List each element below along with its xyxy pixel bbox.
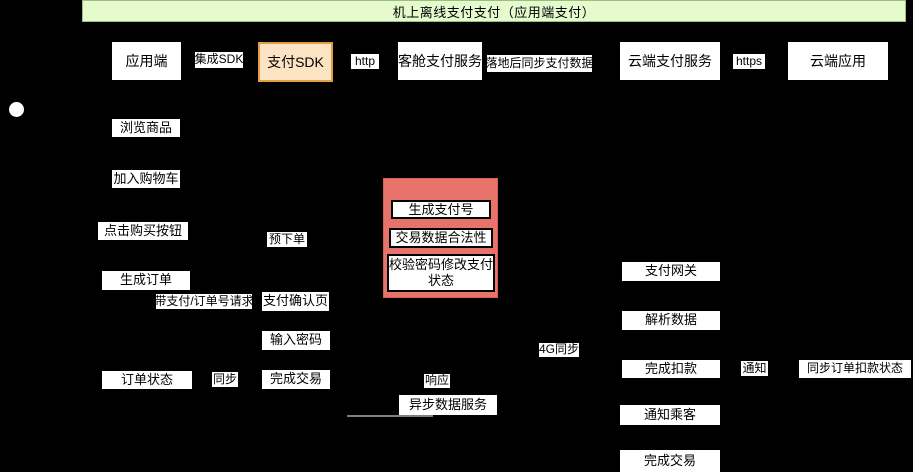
edge-label-sync-after-landing: 落地后同步支付数据 xyxy=(486,55,594,72)
edge-label-sync: 同步 xyxy=(212,371,238,387)
step-notify-passenger: 通知乘客 xyxy=(620,405,720,425)
step-complete-transaction: 完成交易 xyxy=(262,370,330,389)
step-create-order: 生成订单 xyxy=(102,271,190,290)
group-item-transaction-data-validity: 交易数据合法性 xyxy=(389,228,493,248)
step-enter-password: 输入密码 xyxy=(262,331,330,350)
participant-app: 应用端 xyxy=(112,42,181,80)
step-async-data-service: 异步数据服务 xyxy=(399,395,497,415)
group-item-generate-pay-number: 生成支付号 xyxy=(391,200,491,219)
payment-validation-group: 生成支付号交易数据合法性校验密码修改支付状态 xyxy=(383,178,498,298)
step-click-buy-button: 点击购买按钮 xyxy=(98,222,188,240)
participant-cabin-pay-service: 客舱支付服务 xyxy=(398,42,482,80)
edge-label-response: 响应 xyxy=(424,373,450,388)
edge-label-notify: 通知 xyxy=(741,360,768,376)
group-item-verify-password-update-status: 校验密码修改支付状态 xyxy=(387,254,495,292)
edge-label-http: http xyxy=(351,54,379,69)
edge-label-request-with-order: 带支付/订单号请求 xyxy=(154,293,254,309)
step-browse-goods: 浏览商品 xyxy=(112,119,180,137)
step-parse-data: 解析数据 xyxy=(622,311,720,330)
edge-label-sync-order-deduction-status: 同步订单扣款状态 xyxy=(799,360,911,378)
edge-label-4g-sync: 4G同步 xyxy=(539,342,580,357)
connector-line xyxy=(347,415,433,417)
edge-label-integrate-sdk: 集成SDK xyxy=(194,52,244,68)
start-circle-icon xyxy=(9,102,24,117)
step-add-to-cart: 加入购物车 xyxy=(112,170,180,188)
step-order-status: 订单状态 xyxy=(102,371,192,389)
participant-cloud-app: 云端应用 xyxy=(788,42,888,80)
step-pay-confirm-page: 支付确认页 xyxy=(262,292,329,311)
step-complete-deduction: 完成扣款 xyxy=(622,360,720,378)
diagram-title: 机上离线支付支付（应用端支付） xyxy=(82,0,906,22)
step-payment-gateway: 支付网关 xyxy=(622,262,720,281)
edge-label-https: https xyxy=(733,54,765,69)
step-complete-transaction-cloud: 完成交易 xyxy=(620,450,720,472)
participant-cloud-pay-service: 云端支付服务 xyxy=(620,42,720,80)
participant-pay-sdk: 支付SDK xyxy=(258,42,333,82)
edge-label-pre-order: 预下单 xyxy=(267,231,307,247)
